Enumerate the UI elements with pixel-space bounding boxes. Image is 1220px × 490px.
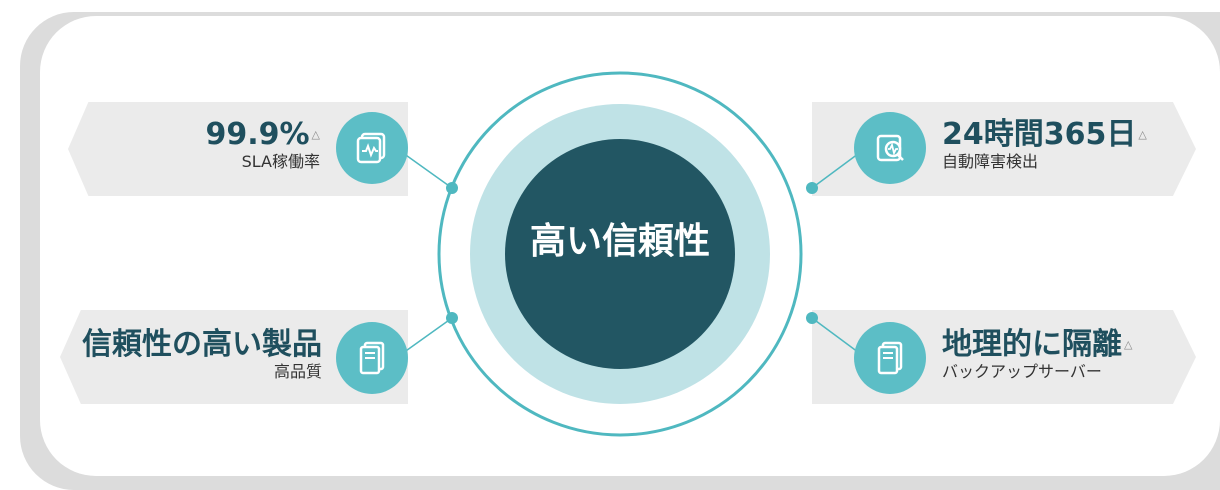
feature-title: 99.9%△ [205, 117, 320, 152]
server-icon [854, 322, 926, 394]
feature-bottom-right: 地理的に隔離△ バックアップサーバー [942, 328, 1192, 382]
core-disc [505, 139, 735, 369]
node-dot-bottom-right [806, 312, 818, 324]
feature-subtitle: バックアップサーバー [942, 362, 1102, 381]
center-label: 高い信頼性 [529, 221, 710, 262]
feature-subtitle: 自動障害検出 [942, 152, 1039, 171]
feature-subtitle: 高品質 [273, 362, 322, 381]
feature-top-left: 99.9%△ SLA稼働率 [110, 118, 320, 172]
node-dot-top-right [806, 182, 818, 194]
feature-subtitle: SLA稼働率 [241, 152, 320, 171]
monitor-pulse-icon [336, 112, 408, 184]
feature-bottom-left: 信頼性の高い製品 高品質 [60, 328, 322, 382]
feature-top-right: 24時間365日△ 自動障害検出 [942, 118, 1192, 172]
node-dot-bottom-left [446, 312, 458, 324]
server-icon [336, 322, 408, 394]
node-dot-top-left [446, 182, 458, 194]
note-mark: △ [1138, 128, 1147, 141]
feature-title: 24時間365日△ [942, 117, 1147, 152]
note-mark: △ [1124, 338, 1133, 351]
search-pulse-icon [854, 112, 926, 184]
feature-title: 地理的に隔離△ [942, 327, 1133, 362]
feature-title: 信頼性の高い製品 [82, 327, 322, 362]
note-mark: △ [311, 128, 320, 141]
